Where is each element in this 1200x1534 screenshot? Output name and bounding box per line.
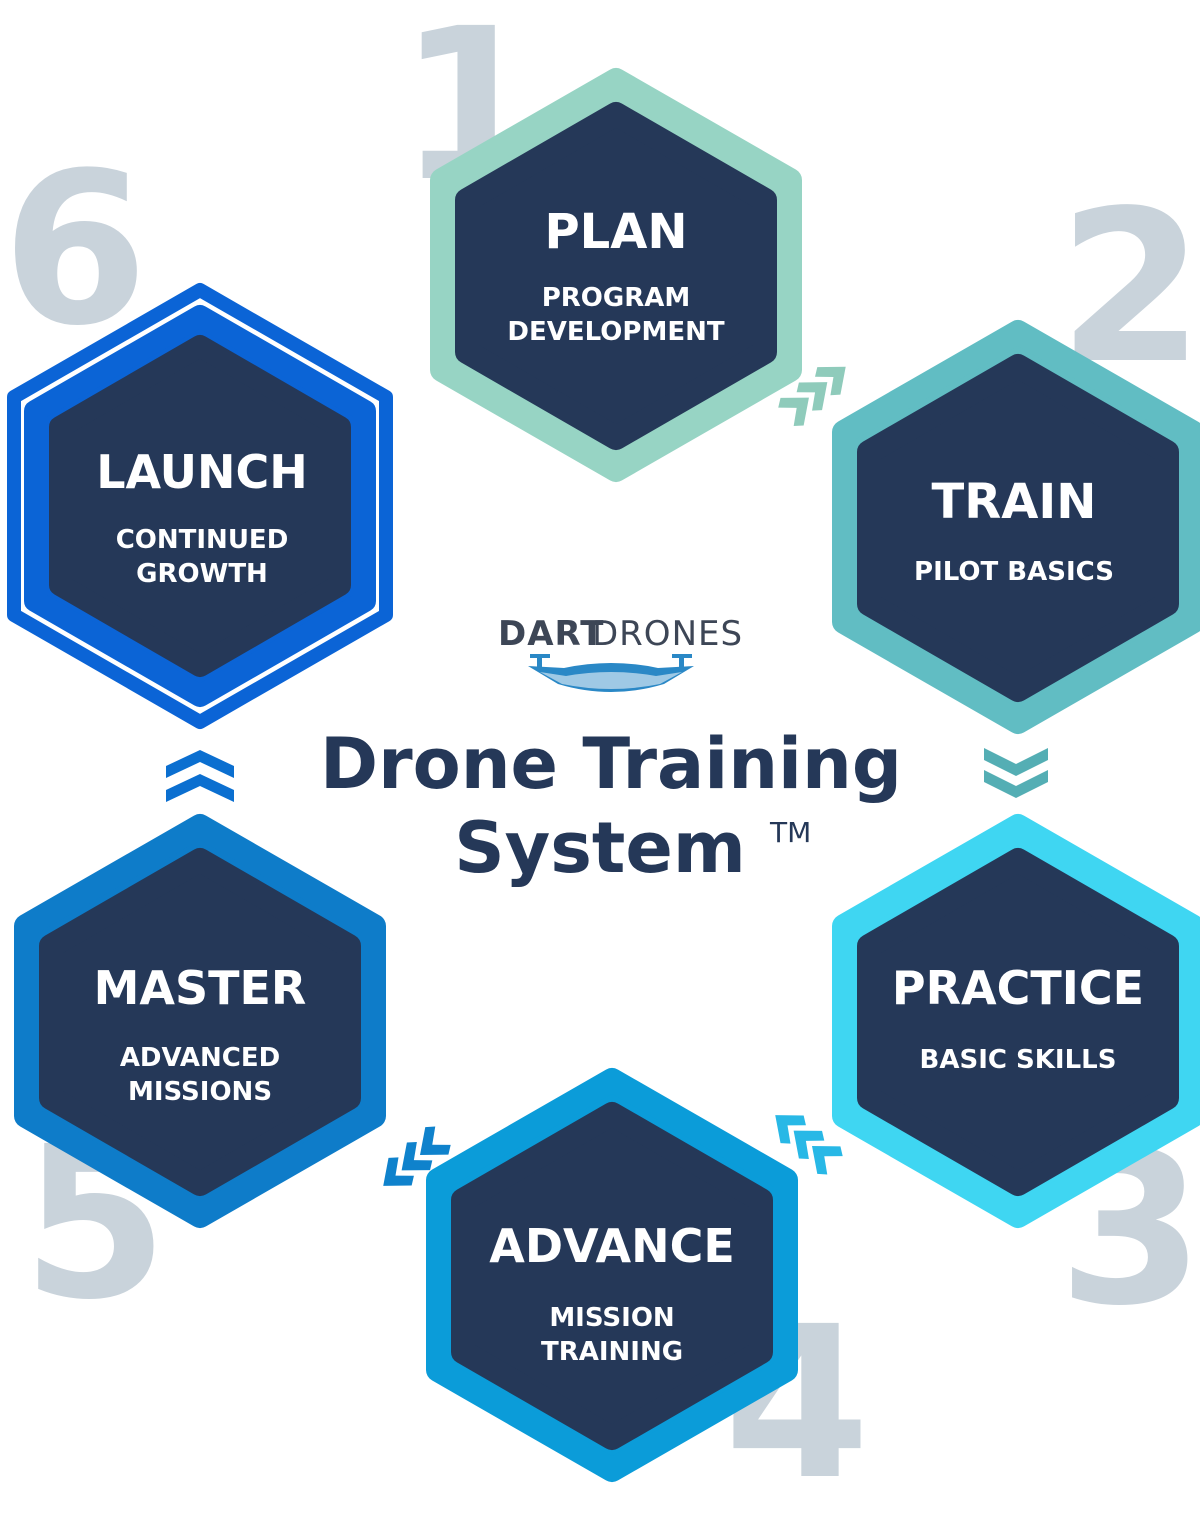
- step-title-advance: ADVANCE: [489, 1219, 735, 1273]
- step-plan-hexagon: PLAN PROGRAM DEVELOPMENT: [430, 68, 802, 482]
- step-title-launch: LAUNCH: [96, 445, 308, 499]
- step-sub-train-1: PILOT BASICS: [914, 557, 1114, 587]
- step-launch-hexagon: LAUNCH CONTINUED GROWTH: [7, 283, 393, 729]
- step-title-plan: PLAN: [544, 204, 687, 260]
- step-master-hexagon: MASTER ADVANCED MISSIONS: [14, 814, 386, 1228]
- step-train-hexagon: TRAIN PILOT BASICS: [832, 320, 1200, 734]
- step-sub-launch-1: CONTINUED: [116, 525, 289, 555]
- arrow-advance-to-master: [383, 1126, 451, 1186]
- step-practice-hexagon: PRACTICE BASIC SKILLS: [832, 814, 1200, 1228]
- logo-text-drones: DRONES: [592, 614, 743, 654]
- step-advance-hexagon: ADVANCE MISSION TRAINING: [426, 1068, 798, 1482]
- arrow-practice-to-advance: [775, 1115, 843, 1175]
- center-title-line1: Drone Training: [320, 723, 902, 805]
- arrow-train-to-practice: [984, 748, 1048, 798]
- step-title-train: TRAIN: [932, 474, 1097, 530]
- arrow-plan-to-train: [778, 366, 846, 427]
- step-title-master: MASTER: [94, 961, 307, 1015]
- step-sub-advance-2: TRAINING: [541, 1337, 683, 1367]
- trademark-symbol: TM: [769, 816, 811, 849]
- step-sub-advance-1: MISSION: [549, 1303, 674, 1333]
- center-title-line2: System: [454, 807, 746, 889]
- step-sub-plan-1: PROGRAM: [542, 283, 691, 313]
- step-sub-master-1: ADVANCED: [120, 1043, 280, 1073]
- step-sub-practice-1: BASIC SKILLS: [920, 1045, 1117, 1075]
- step-sub-master-2: MISSIONS: [128, 1077, 272, 1107]
- step-title-practice: PRACTICE: [892, 961, 1144, 1015]
- step-sub-launch-2: GROWTH: [136, 559, 268, 589]
- logo-text-dart: DART: [498, 614, 604, 654]
- step-sub-plan-2: DEVELOPMENT: [507, 317, 724, 347]
- arrow-master-to-launch: [166, 750, 234, 802]
- dartdrones-logo: DART DRONES: [498, 614, 743, 692]
